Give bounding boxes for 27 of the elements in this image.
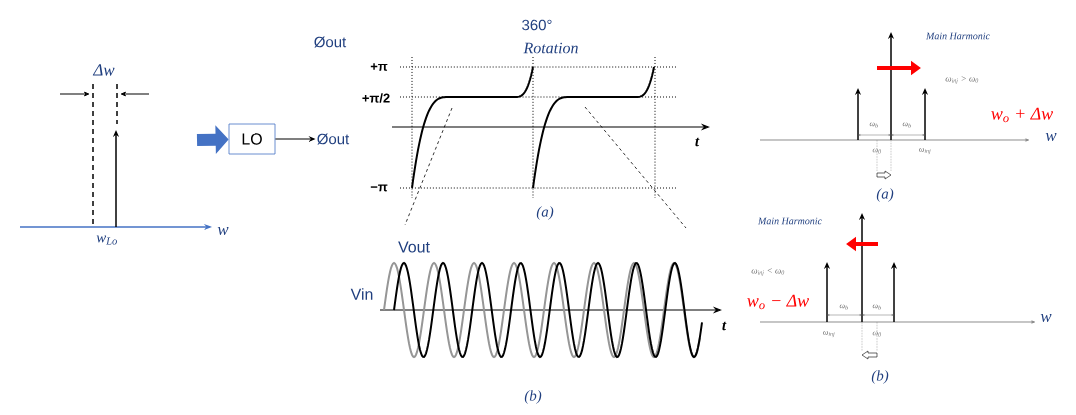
panel-label: (a) xyxy=(876,188,894,202)
axis-label: w xyxy=(1040,314,1052,322)
annotation: Main Harmonic xyxy=(925,32,990,40)
panel-label: (b) xyxy=(871,370,889,384)
axis-label: Vout xyxy=(398,241,430,253)
tick-label: +π/2 xyxy=(362,93,390,103)
axis-label: w xyxy=(1045,133,1057,141)
axis-label: t xyxy=(722,321,727,331)
annotation: ω$_{inj}$ > ω$_{0}$ xyxy=(945,76,979,84)
panel-label: (a) xyxy=(536,206,554,220)
annotation: w$_{o}$ + Δw xyxy=(991,107,1053,123)
annotation: Main Harmonic xyxy=(757,217,822,225)
axis-label: t xyxy=(695,137,700,147)
axis-label: Δw xyxy=(92,64,115,76)
annotation: Rotation xyxy=(523,42,578,54)
tick-label: +π xyxy=(370,63,388,71)
tick-label: −π xyxy=(370,184,388,192)
annotation: w$_{o}$ − Δw xyxy=(747,294,809,310)
annotation: ω$_{inj}$ < ω$_{0}$ xyxy=(751,268,785,276)
process-box: LO xyxy=(228,123,276,155)
axis-label: w xyxy=(217,227,229,235)
axis-label: w$_{Lo}$ xyxy=(96,235,117,245)
output-label: Øout xyxy=(317,133,350,145)
annotation: 360° xyxy=(522,19,552,31)
axis-label: Vin xyxy=(350,288,373,300)
axis-label: Øout xyxy=(314,36,347,48)
panel-label: (b) xyxy=(524,390,542,404)
